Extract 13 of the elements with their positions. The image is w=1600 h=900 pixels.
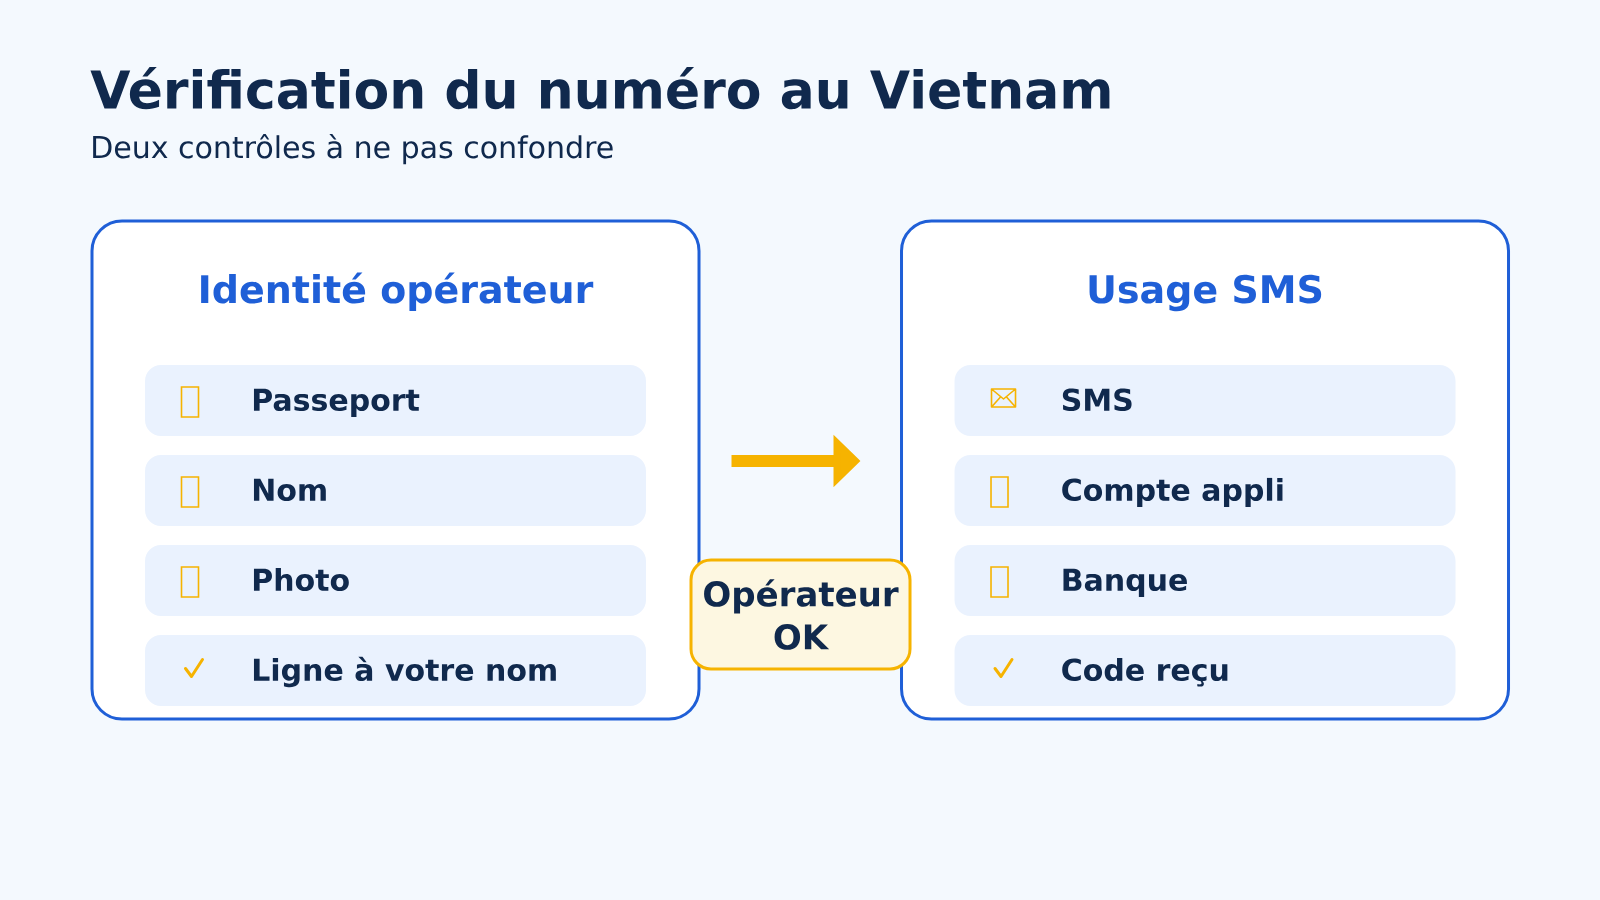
list-row: SMS	[954, 365, 1456, 436]
list-row: Photo	[145, 545, 646, 616]
list-row: Compte appli	[954, 455, 1456, 526]
list-row: Banque	[954, 545, 1456, 616]
list-row: Code reçu	[954, 635, 1456, 706]
list-row: Passeport	[145, 365, 646, 436]
status-badge: Opérateur OK	[689, 558, 912, 671]
panel-heading: Identité opérateur	[201, 272, 594, 311]
list-row: Nom	[145, 455, 646, 526]
subtitle: Deux contrôles à ne pas confondre	[93, 134, 613, 165]
list-row: Ligne à votre nom	[145, 635, 646, 706]
title: Vérification du numéro au Vietnam	[90, 66, 1110, 110]
panel-heading: Usage SMS	[1089, 274, 1322, 312]
